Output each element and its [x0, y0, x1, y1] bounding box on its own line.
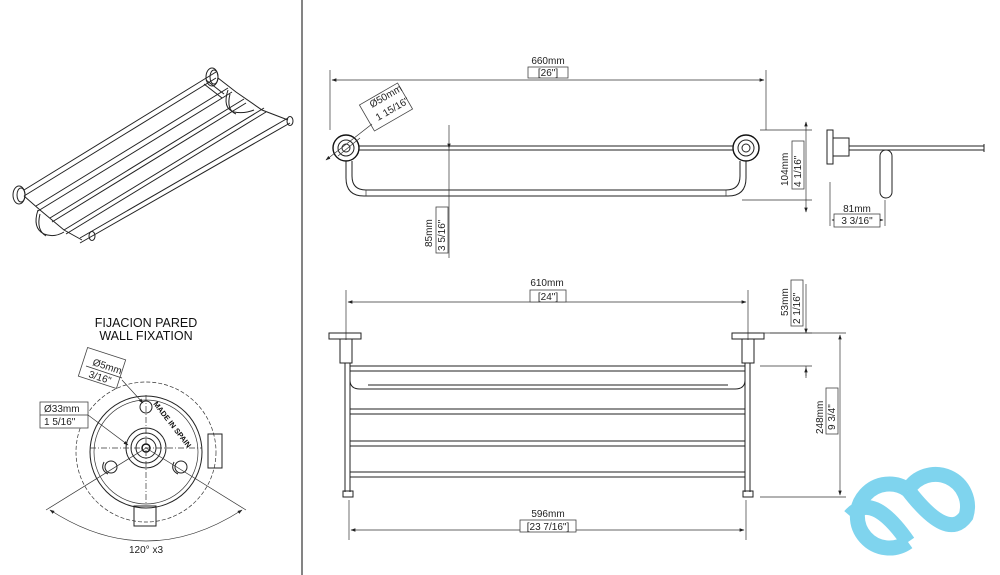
centers-dim-in: [24"]	[538, 292, 558, 303]
top-view: 610mm [24"]	[328, 278, 846, 540]
wall-fixation-detail: FIJACION PARED WALL FIXATION MADE IN SPA…	[39, 316, 247, 556]
front-view: 660mm [26"] Ø50mm 1 15/16" 85mm 3 5/16"	[325, 56, 812, 258]
side-view: 81mm 3 3/16"	[826, 129, 985, 228]
rack-depth-in: 9 3/4"	[827, 404, 838, 430]
offset-dim-mm: 53mm	[780, 288, 791, 316]
drop-dim-in: 3 5/16"	[437, 219, 448, 251]
rack-width-in: [23 7/16"]	[527, 522, 570, 533]
angle-label: 120° x3	[129, 545, 163, 556]
offset-dim-in: 2 1/16"	[792, 292, 803, 324]
front-width-mm: 660mm	[531, 56, 564, 67]
drop-dim-mm: 85mm	[424, 219, 435, 247]
side-depth-in: 3 3/16"	[841, 216, 873, 227]
height-dim-mm: 104mm	[780, 153, 791, 186]
rack-depth-mm: 248mm	[815, 401, 826, 434]
flange-dim-mm: Ø33mm	[44, 404, 80, 415]
rack-width-mm: 596mm	[531, 509, 564, 520]
height-dim-in: 4 1/16"	[793, 155, 804, 187]
front-width-in: [26"]	[538, 68, 558, 79]
wall-fixation-title-es: FIJACION PARED	[95, 316, 198, 330]
isometric-view	[12, 67, 294, 244]
wall-fixation-title-en: WALL FIXATION	[99, 329, 192, 343]
brand-logo	[844, 466, 975, 556]
flange-dim-in: 1 5/16"	[44, 417, 76, 428]
centers-dim-mm: 610mm	[530, 278, 563, 289]
side-depth-mm: 81mm	[843, 204, 871, 215]
